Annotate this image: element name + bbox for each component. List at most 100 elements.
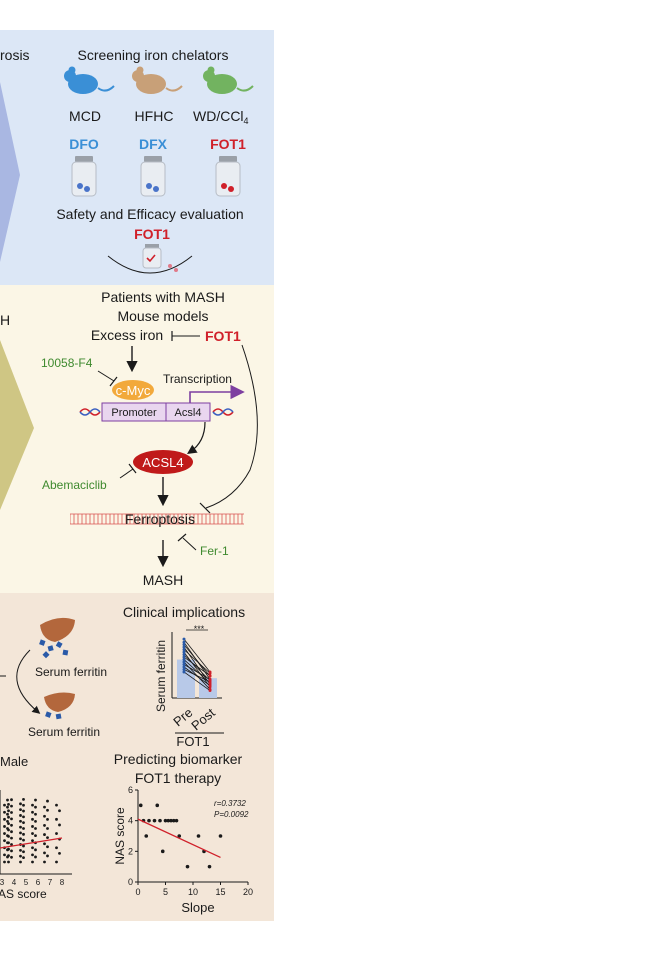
panel-2-bg [0, 285, 274, 593]
nas-partial-point [46, 845, 49, 849]
nas-partial-point [10, 811, 13, 814]
nas-partial-point [31, 853, 34, 857]
nas-partial-point [7, 835, 10, 838]
nas-partial-point [55, 860, 58, 864]
membrane-shape [70, 514, 244, 524]
scatter-r-annotation: r=0.3732 [214, 799, 246, 808]
prepost-pair-line [183, 669, 211, 683]
nas-partial-point [31, 860, 34, 864]
scatter-x-tick-label: 20 [243, 887, 253, 897]
nas-partial-point [7, 841, 10, 845]
nas-partial-point [31, 803, 34, 807]
nas-partial-point [55, 846, 58, 850]
scatter-point [144, 834, 149, 838]
scatter-p-annotation: P=0.0092 [214, 810, 249, 819]
nas-partial-point [34, 855, 37, 859]
nas-partial-point [46, 836, 49, 840]
scatter-x-tick-label: 10 [188, 887, 198, 897]
nas-partial-point [7, 860, 10, 864]
nas-partial-point [10, 855, 13, 859]
nas-partial-point [22, 850, 25, 854]
nas-partial-point [34, 798, 37, 802]
nas-partial-trend-line [0, 837, 63, 849]
nas-partial-point [19, 819, 22, 823]
model-label-3: WD/CCl4 [193, 108, 249, 126]
excess-iron-label: Excess iron [91, 327, 163, 343]
prepost-point [208, 689, 212, 693]
scatter-point [160, 849, 165, 854]
transcription-arrow [189, 384, 245, 404]
nas-partial-point [34, 827, 37, 830]
nas-partial-point [7, 809, 10, 813]
prepost-point [182, 667, 186, 671]
pill-dot-icon [168, 264, 172, 268]
inhibitor-2-bar [128, 463, 137, 474]
nas-partial-point [22, 798, 25, 801]
safety-title: Safety and Efficacy evaluation [56, 206, 243, 222]
nas-partial-point [34, 805, 37, 809]
panel-2-left-partial: H [0, 312, 10, 328]
nas-partial-point [3, 860, 6, 864]
scatter-point [166, 818, 171, 823]
prepost-drug-label: FOT1 [176, 734, 209, 749]
nas-partial-point [3, 825, 6, 828]
prepost-ylabel: Serum ferritin [154, 640, 168, 712]
prepost-point [182, 648, 186, 652]
prepost-significance: *** [194, 624, 205, 634]
nas-partial-tick-label: 5 [24, 878, 29, 887]
gene-label: Acsl4 [175, 407, 202, 419]
transcription-label: Transcription [163, 372, 232, 386]
prepost-pair-line [183, 651, 211, 688]
inhibitor-3-line [182, 537, 197, 551]
nas-partial-point [55, 817, 58, 821]
bottle-icon-fot1 [215, 156, 241, 197]
scatter-point [218, 834, 223, 838]
nas-partial-point [31, 810, 34, 814]
acsl4-label: ACSL4 [142, 455, 183, 470]
nas-partial-point [3, 803, 6, 807]
prepost-pair-line [183, 644, 211, 677]
nas-partial-point [10, 798, 13, 802]
male-partial-label: Male [0, 754, 28, 769]
inhibitor-2-line [119, 468, 134, 479]
model-label-2: HFHC [135, 108, 174, 124]
prepost-point [182, 653, 186, 657]
patients-label: Patients with MASH [101, 289, 225, 305]
prepost-point [182, 665, 186, 669]
prepost-pair-line [183, 666, 211, 686]
nas-partial-point [22, 821, 25, 825]
gene-to-protein-arrow [187, 421, 206, 454]
nas-partial-point [34, 834, 37, 838]
nas-partial-point [6, 812, 9, 816]
nas-partial-point [31, 817, 34, 821]
scatter-x-tick-label: 5 [163, 887, 168, 897]
nas-partial-point [19, 825, 22, 829]
panel-1-title: Screening iron chelators [78, 47, 229, 63]
scatter-xlabel: Slope [181, 900, 214, 915]
nas-partial-point [43, 805, 46, 809]
safety-arc [107, 255, 193, 274]
nas-partial-point [7, 847, 10, 851]
prepost-pair-line [183, 638, 211, 673]
nas-partial-point [10, 843, 13, 846]
prepost-point [182, 650, 186, 654]
nas-partial-point [22, 838, 25, 842]
serum-ferritin-label-2: Serum ferritin [28, 725, 100, 739]
nas-partial-point [58, 809, 61, 813]
panel-1-left-partial: rosis [0, 47, 30, 63]
nas-partial-point [7, 803, 10, 806]
scatter-y-tick-label: 4 [128, 816, 133, 826]
predict-title-2: FOT1 therapy [135, 770, 221, 786]
nas-partial-point [31, 832, 34, 835]
drug-label-fot1: FOT1 [210, 136, 246, 152]
prepost-pair-line [183, 671, 211, 691]
inhibitor-1-line [97, 370, 115, 382]
nas-partial-point [22, 827, 25, 830]
drug-label-dfx: DFX [139, 136, 168, 152]
pill-dot-icon [174, 268, 178, 272]
nas-partial-point [46, 827, 49, 830]
liver-progression-arrow [16, 649, 41, 714]
fot1-label: FOT1 [205, 328, 241, 344]
nas-partial-point [6, 805, 9, 809]
